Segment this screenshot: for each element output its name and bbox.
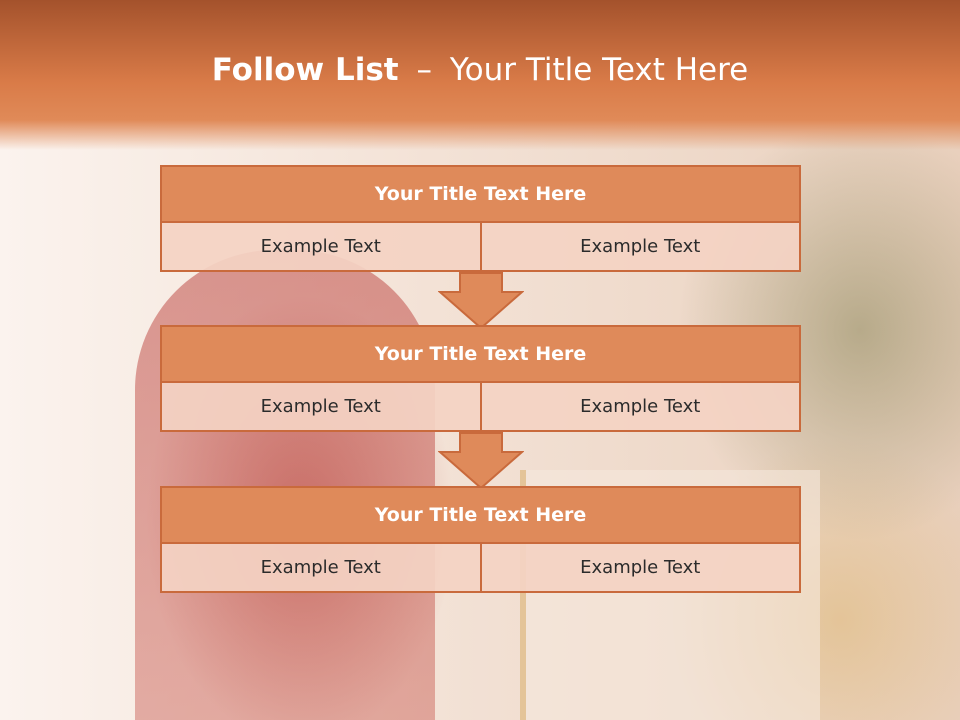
title-dash: – <box>416 52 432 88</box>
down-arrow-1 <box>438 272 524 330</box>
background-child-figure <box>135 250 435 720</box>
step-title-2: Your Title Text Here <box>160 325 801 383</box>
step-1-left-cell: Example Text <box>162 223 480 270</box>
step-row-2: Example Text Example Text <box>160 383 801 432</box>
down-arrow-2 <box>438 432 524 490</box>
title-rest: Your Title Text Here <box>449 52 749 88</box>
step-box-1: Your Title Text Here Example Text Exampl… <box>160 165 801 272</box>
step-3-right-cell: Example Text <box>479 544 799 591</box>
step-row-1: Example Text Example Text <box>160 223 801 272</box>
step-box-3: Your Title Text Here Example Text Exampl… <box>160 486 801 593</box>
step-title-1: Your Title Text Here <box>160 165 801 223</box>
step-2-left-cell: Example Text <box>162 383 480 430</box>
step-3-left-cell: Example Text <box>162 544 480 591</box>
header-band <box>0 0 960 150</box>
step-title-3: Your Title Text Here <box>160 486 801 544</box>
step-2-right-cell: Example Text <box>479 383 799 430</box>
step-row-3: Example Text Example Text <box>160 544 801 593</box>
step-box-2: Your Title Text Here Example Text Exampl… <box>160 325 801 432</box>
slide-title: Follow List – Your Title Text Here <box>0 52 960 88</box>
title-bold: Follow List <box>211 52 399 88</box>
step-1-right-cell: Example Text <box>479 223 799 270</box>
